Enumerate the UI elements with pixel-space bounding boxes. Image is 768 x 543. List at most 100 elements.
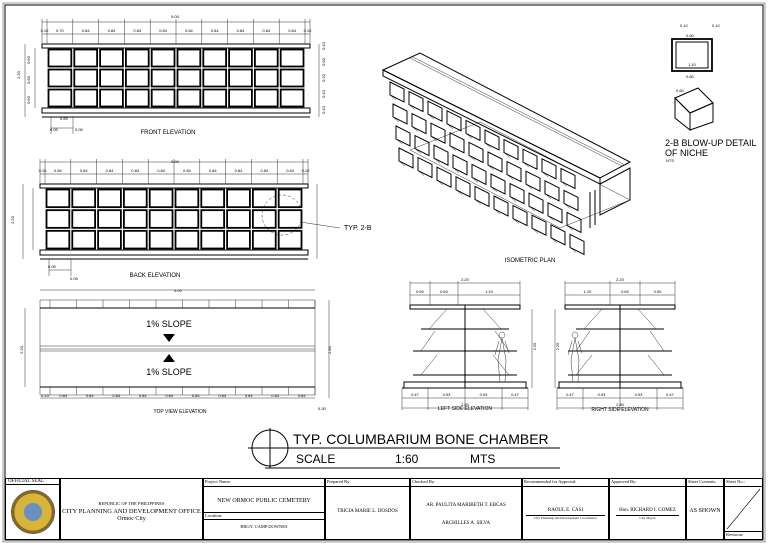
niche-cell — [45, 229, 71, 250]
front-overall-dim: 9.00 — [171, 14, 180, 19]
segment-dim: 0.84 — [59, 393, 68, 398]
top-overall-dim: 2.20 — [616, 277, 625, 282]
segment-dim: 0.84 — [209, 168, 218, 173]
bottom-segment-dim: 0.47 — [411, 392, 420, 397]
tier-edge — [494, 330, 510, 352]
iso-niche — [560, 167, 576, 190]
iso-niche-shelf — [503, 152, 511, 158]
bottom-overall-dim: 2.80 — [616, 402, 625, 407]
niche-cell — [251, 188, 277, 209]
niche-cell — [277, 209, 303, 229]
segment-dim: 0.84 — [235, 168, 244, 173]
office-name: CITY PLANNING AND DEVELOPMENT OFFICE — [62, 508, 201, 515]
niche-cell — [150, 88, 176, 108]
back-bottom-dim: 0.05 — [48, 264, 57, 269]
segment-dim: 0.84 — [165, 393, 174, 398]
top-end-dim: 0.30 — [318, 406, 327, 411]
location-label: Location: — [205, 513, 223, 518]
iso-niche — [411, 112, 427, 135]
iso-niche-shelf — [452, 167, 460, 173]
tier-edge — [482, 308, 502, 330]
niche-cell — [253, 88, 279, 108]
segment-dim: 0.10 — [302, 168, 311, 173]
typ-2b-callout: TYP. 2-B — [344, 225, 372, 232]
iso-niche — [408, 90, 424, 113]
seal-label: OFFICIAL SEAL — [6, 479, 59, 485]
niche-cell — [176, 88, 202, 108]
iso-niche-shelf — [398, 160, 406, 167]
top-overall-dim: 2.20 — [461, 277, 470, 282]
bottom-segment-dim: 0.93 — [480, 392, 489, 397]
iso-niche-shelf — [525, 184, 533, 190]
iso-niche — [398, 147, 414, 169]
tier-edge — [420, 354, 438, 376]
row-dim: 0.60 — [26, 95, 31, 104]
niche-cell — [148, 229, 174, 250]
iso-niche-shelf — [411, 126, 419, 132]
niche-cell — [200, 229, 226, 250]
iso-top-slab — [381, 52, 632, 179]
iso-niche-shelf — [465, 133, 473, 139]
niche-cell — [97, 209, 122, 229]
back-bottom-dim: 0.05 — [70, 276, 79, 281]
right-dim: 0.10 — [321, 89, 326, 98]
iso-niche — [417, 156, 433, 179]
iso-niche-shelf — [560, 181, 568, 187]
project-name: NEW ORMOC PUBLIC CEMETERY — [217, 498, 311, 504]
iso-niche-shelf — [563, 203, 571, 209]
tier-edge — [420, 330, 436, 352]
checked-by-1: AR. PAULITA MARIBETH T. EBCAS — [426, 503, 506, 508]
iso-niche — [430, 122, 446, 145]
niche-cell — [228, 88, 253, 108]
iso-niche — [455, 175, 471, 198]
niche-cell — [228, 68, 253, 88]
niche-cell — [253, 68, 279, 88]
niche-cell — [174, 229, 200, 250]
sheet-border — [4, 4, 764, 541]
iso-niche — [452, 153, 468, 176]
recommended-role: City Planning and Development Coordinato… — [526, 515, 605, 520]
back-elevation: BACK ELEVATION 9.00 2.20 TYP. 2-B 0.05 0… — [10, 159, 372, 281]
niche-cell — [202, 48, 228, 68]
niche-dim: 0.10 — [712, 23, 721, 28]
top-segment-dim: 1.10 — [485, 289, 494, 294]
iso-niche — [525, 170, 541, 193]
office-cell: REPUBLIC OF THE PHILIPPINES CITY PLANNIN… — [60, 478, 203, 540]
segment-dim: 0.84 — [86, 393, 95, 398]
front-elevation-title: FRONT ELEVATION — [140, 130, 195, 136]
back-elevation-title: BACK ELEVATION — [130, 273, 181, 279]
niche-cell — [73, 68, 99, 88]
segment-dim: 0.84 — [183, 168, 192, 173]
iso-niche-shelf — [392, 116, 400, 123]
iso-niche-shelf — [433, 158, 441, 164]
tier-edge — [492, 354, 510, 376]
base-slab — [39, 249, 309, 256]
iso-niche-shelf — [436, 180, 444, 186]
niche-section — [671, 38, 713, 72]
niche-iso-side — [689, 102, 714, 131]
niche-cell — [150, 68, 176, 88]
iso-niche — [503, 138, 519, 161]
niche-opening — [675, 41, 709, 69]
niche-cell — [125, 48, 150, 68]
bottom-overall-dim: 2.80 — [461, 402, 470, 407]
segment-dim: 0.70 — [56, 28, 65, 33]
segment-dim: 0.84 — [82, 28, 91, 33]
iso-niche — [474, 185, 490, 208]
scale-label: SCALE — [296, 452, 335, 466]
niche-cell — [150, 48, 176, 68]
niche-title-line1: 2-B BLOW-UP DETAIL — [665, 138, 757, 148]
iso-niche-shelf — [471, 177, 479, 183]
segment-dim: 0.84 — [218, 393, 227, 398]
segment-dim: 0.84 — [157, 168, 166, 173]
iso-niche — [506, 160, 522, 183]
tier-edge — [649, 330, 665, 352]
iso-ridge — [409, 57, 623, 167]
segment-dim: 0.10 — [41, 28, 50, 33]
niche-cell — [279, 88, 305, 108]
slope-label-top: 1% SLOPE — [146, 319, 192, 329]
height-dim: 2.25 — [555, 342, 560, 351]
recommended-label: Recommended for Approval: — [524, 479, 577, 484]
